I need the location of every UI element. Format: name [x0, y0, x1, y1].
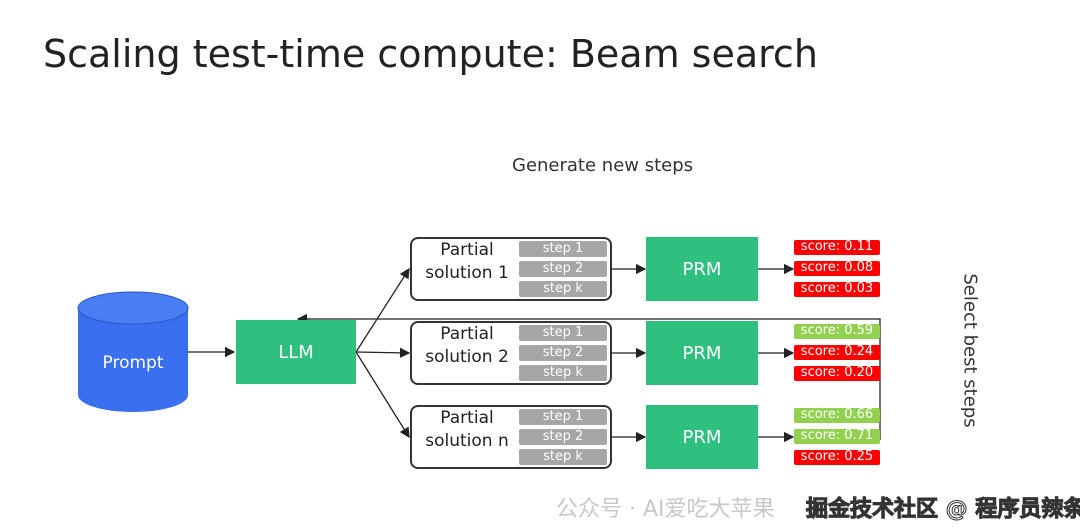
partial-solution-box: Partial solution 1 step 1 step 2 step k	[410, 237, 612, 301]
feedback-line	[298, 318, 881, 440]
score-badge: score: 0.59	[794, 324, 880, 339]
step-pill: step 1	[519, 325, 607, 341]
step-pill: step k	[519, 281, 607, 297]
prm-box: PRM	[646, 321, 758, 385]
arrow-llm-sol2	[355, 347, 411, 359]
partial-solution-box: Partial solution n step 1 step 2 step k	[410, 405, 612, 469]
slide-title: Scaling test-time compute: Beam search	[43, 32, 818, 76]
watermark-juejin: 掘金技术社区 @ 程序员辣条	[805, 497, 1080, 523]
step-pill: step 1	[519, 241, 607, 257]
step-pill: step 2	[519, 429, 607, 445]
score-badge: score: 0.24	[794, 345, 880, 360]
prompt-cylinder	[77, 291, 189, 412]
step-pill: step 2	[519, 345, 607, 361]
score-badge: score: 0.20	[794, 366, 880, 381]
score-badge: score: 0.25	[794, 450, 880, 465]
partial-solution-label: Partial solution 1	[425, 240, 509, 283]
prm-box: PRM	[646, 237, 758, 301]
prm-box: PRM	[646, 405, 758, 469]
score-badge: score: 0.71	[794, 429, 880, 444]
step-pill: step k	[519, 449, 607, 465]
step-pill: step k	[519, 365, 607, 381]
partial-solution-label: Partial solution 2	[425, 324, 509, 367]
arrow-llm-soln	[355, 351, 410, 439]
step-pill: step 1	[519, 409, 607, 425]
score-badge: score: 0.03	[794, 282, 880, 297]
llm-box: LLM	[236, 320, 356, 384]
arrow-llm-sol1	[355, 267, 410, 353]
score-badge: score: 0.66	[794, 408, 880, 423]
prompt-label: Prompt	[102, 353, 164, 373]
generate-label: Generate new steps	[512, 155, 694, 176]
watermark-wechat: 公众号 · AI爱吃大苹果	[556, 497, 775, 522]
score-badge: score: 0.11	[794, 240, 880, 255]
score-badge: score: 0.08	[794, 261, 880, 276]
step-pill: step 2	[519, 261, 607, 277]
partial-solution-label: Partial solution n	[425, 408, 509, 451]
partial-solution-box: Partial solution 2 step 1 step 2 step k	[410, 321, 612, 385]
